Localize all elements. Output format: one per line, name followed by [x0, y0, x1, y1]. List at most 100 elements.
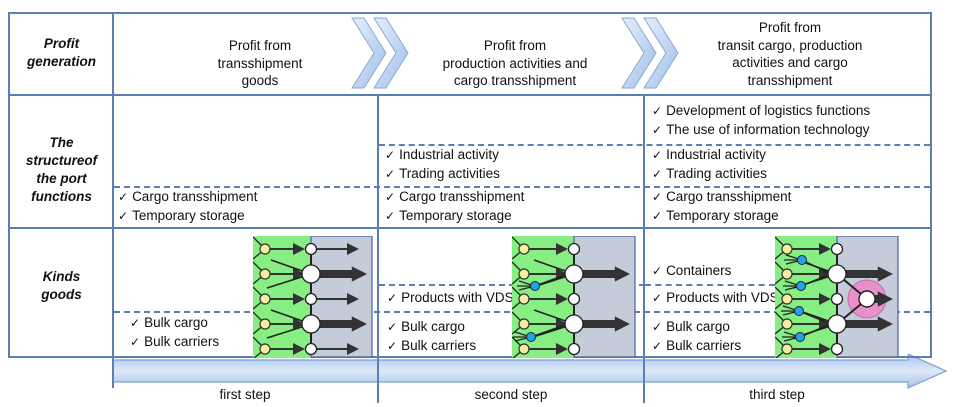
branch-line — [801, 259, 832, 275]
function-item: Cargo transshipment — [385, 188, 524, 207]
outflow-zone — [310, 236, 373, 358]
profit-header-step1: Profit from transshipment goods — [160, 37, 360, 90]
structure-step3-logistics: Development of logistics functions The u… — [652, 102, 870, 139]
header-line: production activities and — [442, 55, 588, 71]
profit-header-step3: Profit from transit cargo, production ac… — [680, 19, 900, 89]
chevron-right-icon — [621, 17, 679, 89]
function-item: Industrial activity — [652, 146, 767, 165]
node-yellow — [518, 243, 530, 255]
node-yellow — [259, 293, 271, 305]
node-blue — [530, 281, 540, 291]
function-item: The use of information technology — [652, 121, 870, 140]
node-white — [827, 264, 847, 284]
function-item: Temporary storage — [118, 207, 257, 226]
node-blue — [526, 332, 536, 342]
function-item: Temporary storage — [385, 207, 524, 226]
node-yellow — [518, 343, 530, 355]
header-line: goods — [241, 73, 279, 88]
branch-line — [800, 273, 832, 287]
node-white — [304, 292, 318, 306]
header-line: activities and cargo — [732, 55, 848, 70]
node-white — [304, 342, 318, 356]
row-label-kinds-text: Kinds goods — [41, 269, 82, 302]
function-item: Industrial activity — [385, 146, 500, 165]
row-divider-2 — [8, 227, 932, 229]
node-blue — [796, 281, 806, 291]
node-white — [567, 342, 581, 356]
row-divider-1 — [8, 94, 932, 96]
goods-item: Bulk carriers — [130, 333, 219, 352]
function-item: Cargo transshipment — [652, 188, 791, 207]
node-white — [830, 242, 844, 256]
col-divider-2 — [377, 94, 379, 403]
flow-diagram-step3 — [775, 236, 899, 358]
node-white — [304, 242, 318, 256]
row-label-profit-text: Profit generation — [26, 36, 96, 69]
node-yellow — [259, 318, 271, 330]
node-white — [830, 342, 844, 356]
flow-diagram-step1 — [253, 236, 373, 358]
structure-step2-base: Cargo transshipment Temporary storage — [385, 188, 524, 225]
function-item: Trading activities — [385, 165, 500, 184]
kinds-step3-bulk: Bulk cargo Bulk carriers — [652, 318, 741, 355]
goods-item: Bulk cargo — [652, 318, 741, 337]
header-line: cargo transshipment — [453, 73, 577, 88]
branch-line — [534, 273, 569, 287]
col-divider-1 — [112, 12, 114, 358]
node-white — [827, 314, 847, 334]
flow-arrow — [319, 266, 367, 282]
node-yellow — [781, 293, 793, 305]
function-item: Cargo transshipment — [118, 188, 257, 207]
col-divider-start — [112, 358, 114, 388]
goods-item: Products with VDS — [387, 289, 514, 308]
kinds-separator-containers — [645, 284, 775, 286]
flow-arrow — [845, 266, 893, 282]
structure-step2-production: Industrial activity Trading activities — [385, 146, 500, 183]
node-yellow — [518, 318, 530, 330]
function-item: Temporary storage — [652, 207, 791, 226]
header-line: transshipment — [747, 72, 833, 88]
node-yellow — [781, 343, 793, 355]
branch-line — [530, 323, 569, 338]
node-yellow — [518, 268, 530, 280]
node-white — [301, 314, 321, 334]
goods-item: Bulk cargo — [387, 318, 476, 337]
node-blue — [795, 332, 805, 342]
node-blue — [797, 255, 807, 265]
header-line: Profit from — [483, 38, 547, 53]
matrix-frame — [8, 12, 932, 358]
node-yellow — [259, 343, 271, 355]
function-item: Development of logistics functions — [652, 102, 870, 121]
header-line: transshipment — [217, 55, 303, 71]
row-label-structure: The structureof the port functions — [10, 134, 113, 206]
step-label-3: third step — [749, 387, 805, 402]
node-white — [567, 242, 581, 256]
step-label-1: first step — [219, 387, 271, 402]
chevron-right-icon — [351, 17, 409, 89]
flow-arrow — [319, 316, 367, 332]
goods-item: Bulk cargo — [130, 314, 219, 333]
node-yellow — [259, 268, 271, 280]
flow-diagram-step2 — [512, 236, 636, 358]
header-line: Profit from — [758, 20, 822, 35]
header-line: Profit from — [228, 38, 292, 53]
structure-separator-production — [379, 144, 930, 146]
timeline-arrow — [112, 354, 948, 389]
kinds-step1-bulk: Bulk cargo Bulk carriers — [130, 314, 219, 351]
header-line: transit cargo, production — [717, 37, 863, 53]
node-white — [564, 314, 584, 334]
goods-item: Bulk carriers — [387, 337, 476, 356]
profit-header-step2: Profit from production activities and ca… — [415, 37, 615, 90]
flow-arrow — [845, 316, 893, 332]
node-yellow — [781, 243, 793, 255]
structure-step3-base: Cargo transshipment Temporary storage — [652, 188, 791, 225]
goods-item: Products with VDS — [652, 289, 779, 308]
kinds-step3-containers: Containers — [652, 262, 731, 281]
step-label-2: second step — [474, 387, 548, 402]
row-label-kinds: Kinds goods — [10, 268, 113, 304]
kinds-step2-vds: Products with VDS — [387, 289, 514, 308]
goods-item: Bulk carriers — [652, 337, 741, 356]
node-yellow — [781, 318, 793, 330]
node-white — [830, 292, 844, 306]
kinds-step2-bulk: Bulk cargo Bulk carriers — [387, 318, 476, 355]
